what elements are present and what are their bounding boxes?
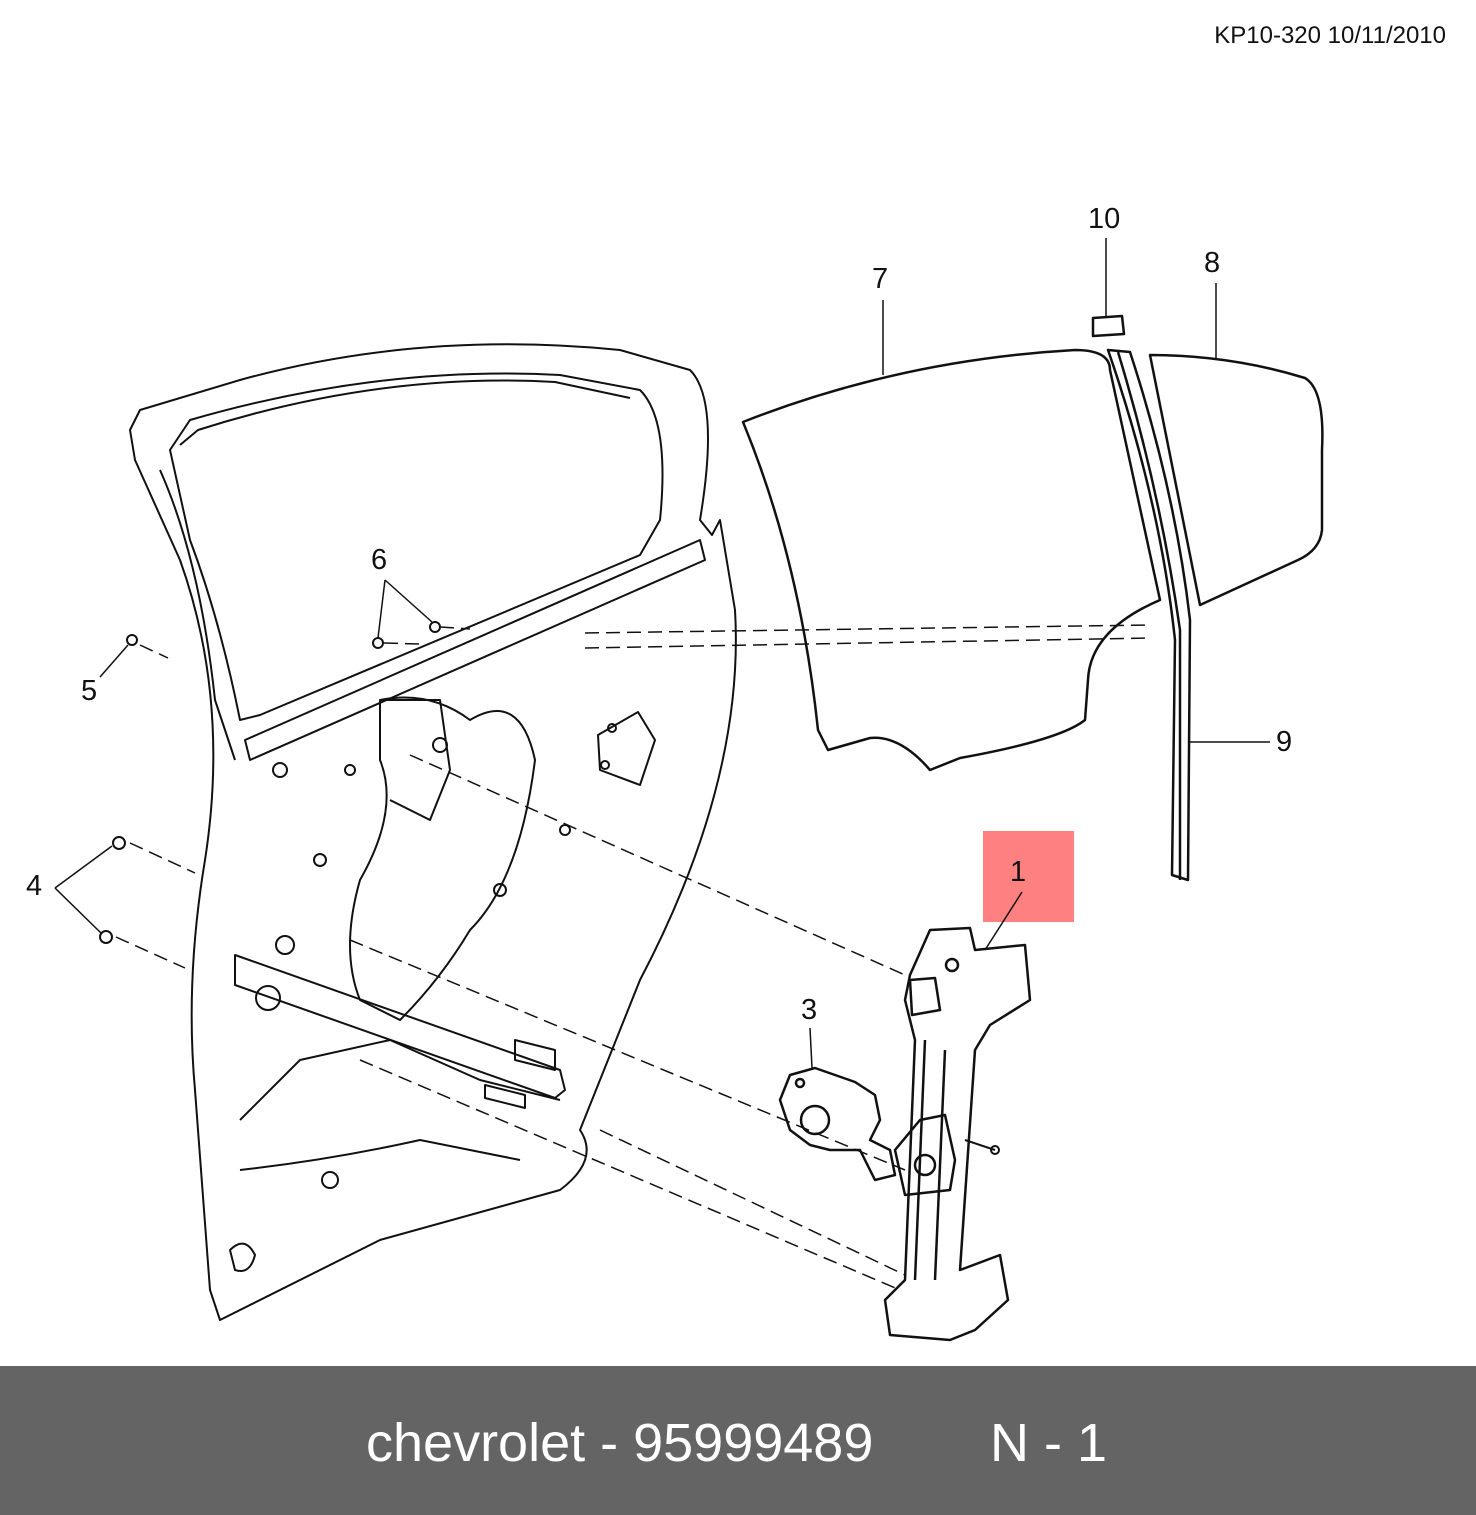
callout-5: 5 xyxy=(81,675,98,707)
nut-4a xyxy=(112,836,126,850)
fastener-6a xyxy=(429,621,441,633)
window-motor xyxy=(778,1066,897,1182)
document-code: KP10-320 10/11/2010 xyxy=(1214,22,1446,49)
callout-8: 8 xyxy=(1204,247,1221,279)
stationary-glass xyxy=(1148,353,1324,607)
footer-part-number: chevrolet - 95999489 xyxy=(366,1413,874,1473)
callout-10: 10 xyxy=(1088,203,1121,235)
exploded-view-drawing xyxy=(54,238,1324,1342)
footer-bar xyxy=(0,1366,1476,1515)
window-opening-outline xyxy=(169,372,664,721)
fastener-6b xyxy=(372,637,384,649)
callout-3: 3 xyxy=(801,994,818,1026)
window-regulator xyxy=(883,926,1032,1342)
callout-4: 4 xyxy=(26,870,43,902)
callout-9: 9 xyxy=(1276,726,1293,758)
footer-quantity: N - 1 xyxy=(990,1413,1108,1473)
callout-highlight-box xyxy=(983,831,1074,922)
retainer-clip xyxy=(1091,314,1126,338)
inner-panel-cutout xyxy=(349,696,536,1021)
window-glass xyxy=(741,348,1162,772)
nut-4b xyxy=(99,930,113,944)
parts-diagram: KP10-320 10/11/2010 xyxy=(26,22,1446,1342)
callout-7: 7 xyxy=(872,263,889,295)
fastener-5 xyxy=(126,634,138,646)
door-latch xyxy=(597,711,656,786)
door-impact-bar xyxy=(234,954,566,1099)
callout-1: 1 xyxy=(1010,856,1027,888)
callout-6: 6 xyxy=(371,544,388,576)
door-frame-outline xyxy=(129,343,737,1321)
